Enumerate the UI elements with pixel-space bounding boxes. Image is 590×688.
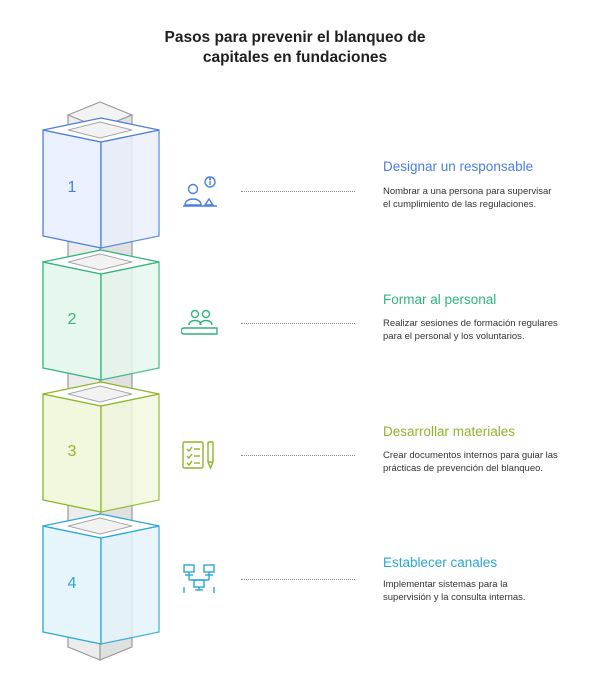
step-1-cube: 1 [42, 117, 160, 249]
step-4-number: 4 [68, 575, 77, 592]
step-1-title: Designar un responsable [383, 159, 534, 174]
title-line-1: Pasos para prevenir el blanqueo de [164, 29, 426, 46]
person-info-icon [181, 176, 221, 210]
connector-dots-4 [241, 579, 355, 580]
step-3-title: Desarrollar materiales [383, 424, 516, 439]
step-2-number: 2 [68, 311, 77, 328]
connector-dots-2 [241, 323, 355, 324]
step-1-number: 1 [68, 179, 77, 196]
network-monitors-icon [181, 563, 221, 597]
connector-dots-1 [241, 191, 355, 192]
step-3-number: 3 [68, 443, 77, 460]
connector-dots-3 [241, 455, 355, 456]
step-2-description: Realizar sesiones de formación regulares… [383, 318, 558, 342]
step-1-description: Nombrar a una persona para supervisar el… [383, 186, 552, 210]
step-3-description: Crear documentos internos para guiar las… [383, 450, 558, 474]
group-training-icon [180, 308, 221, 342]
step-4-cube: 4 [42, 513, 160, 645]
page-title: Pasos para prevenir el blanqueo de capit… [0, 28, 590, 68]
step-2-cube: 2 [42, 249, 160, 381]
step-2-title: Formar al personal [383, 292, 497, 307]
step-4-title: Establecer canales [383, 555, 498, 570]
title-line-2: capitales en fundaciones [202, 49, 388, 66]
step-3-cube: 3 [42, 381, 160, 513]
checklist-pen-icon [181, 440, 221, 474]
step-4-description: Implementar sistemas para la supervisión… [383, 579, 526, 603]
